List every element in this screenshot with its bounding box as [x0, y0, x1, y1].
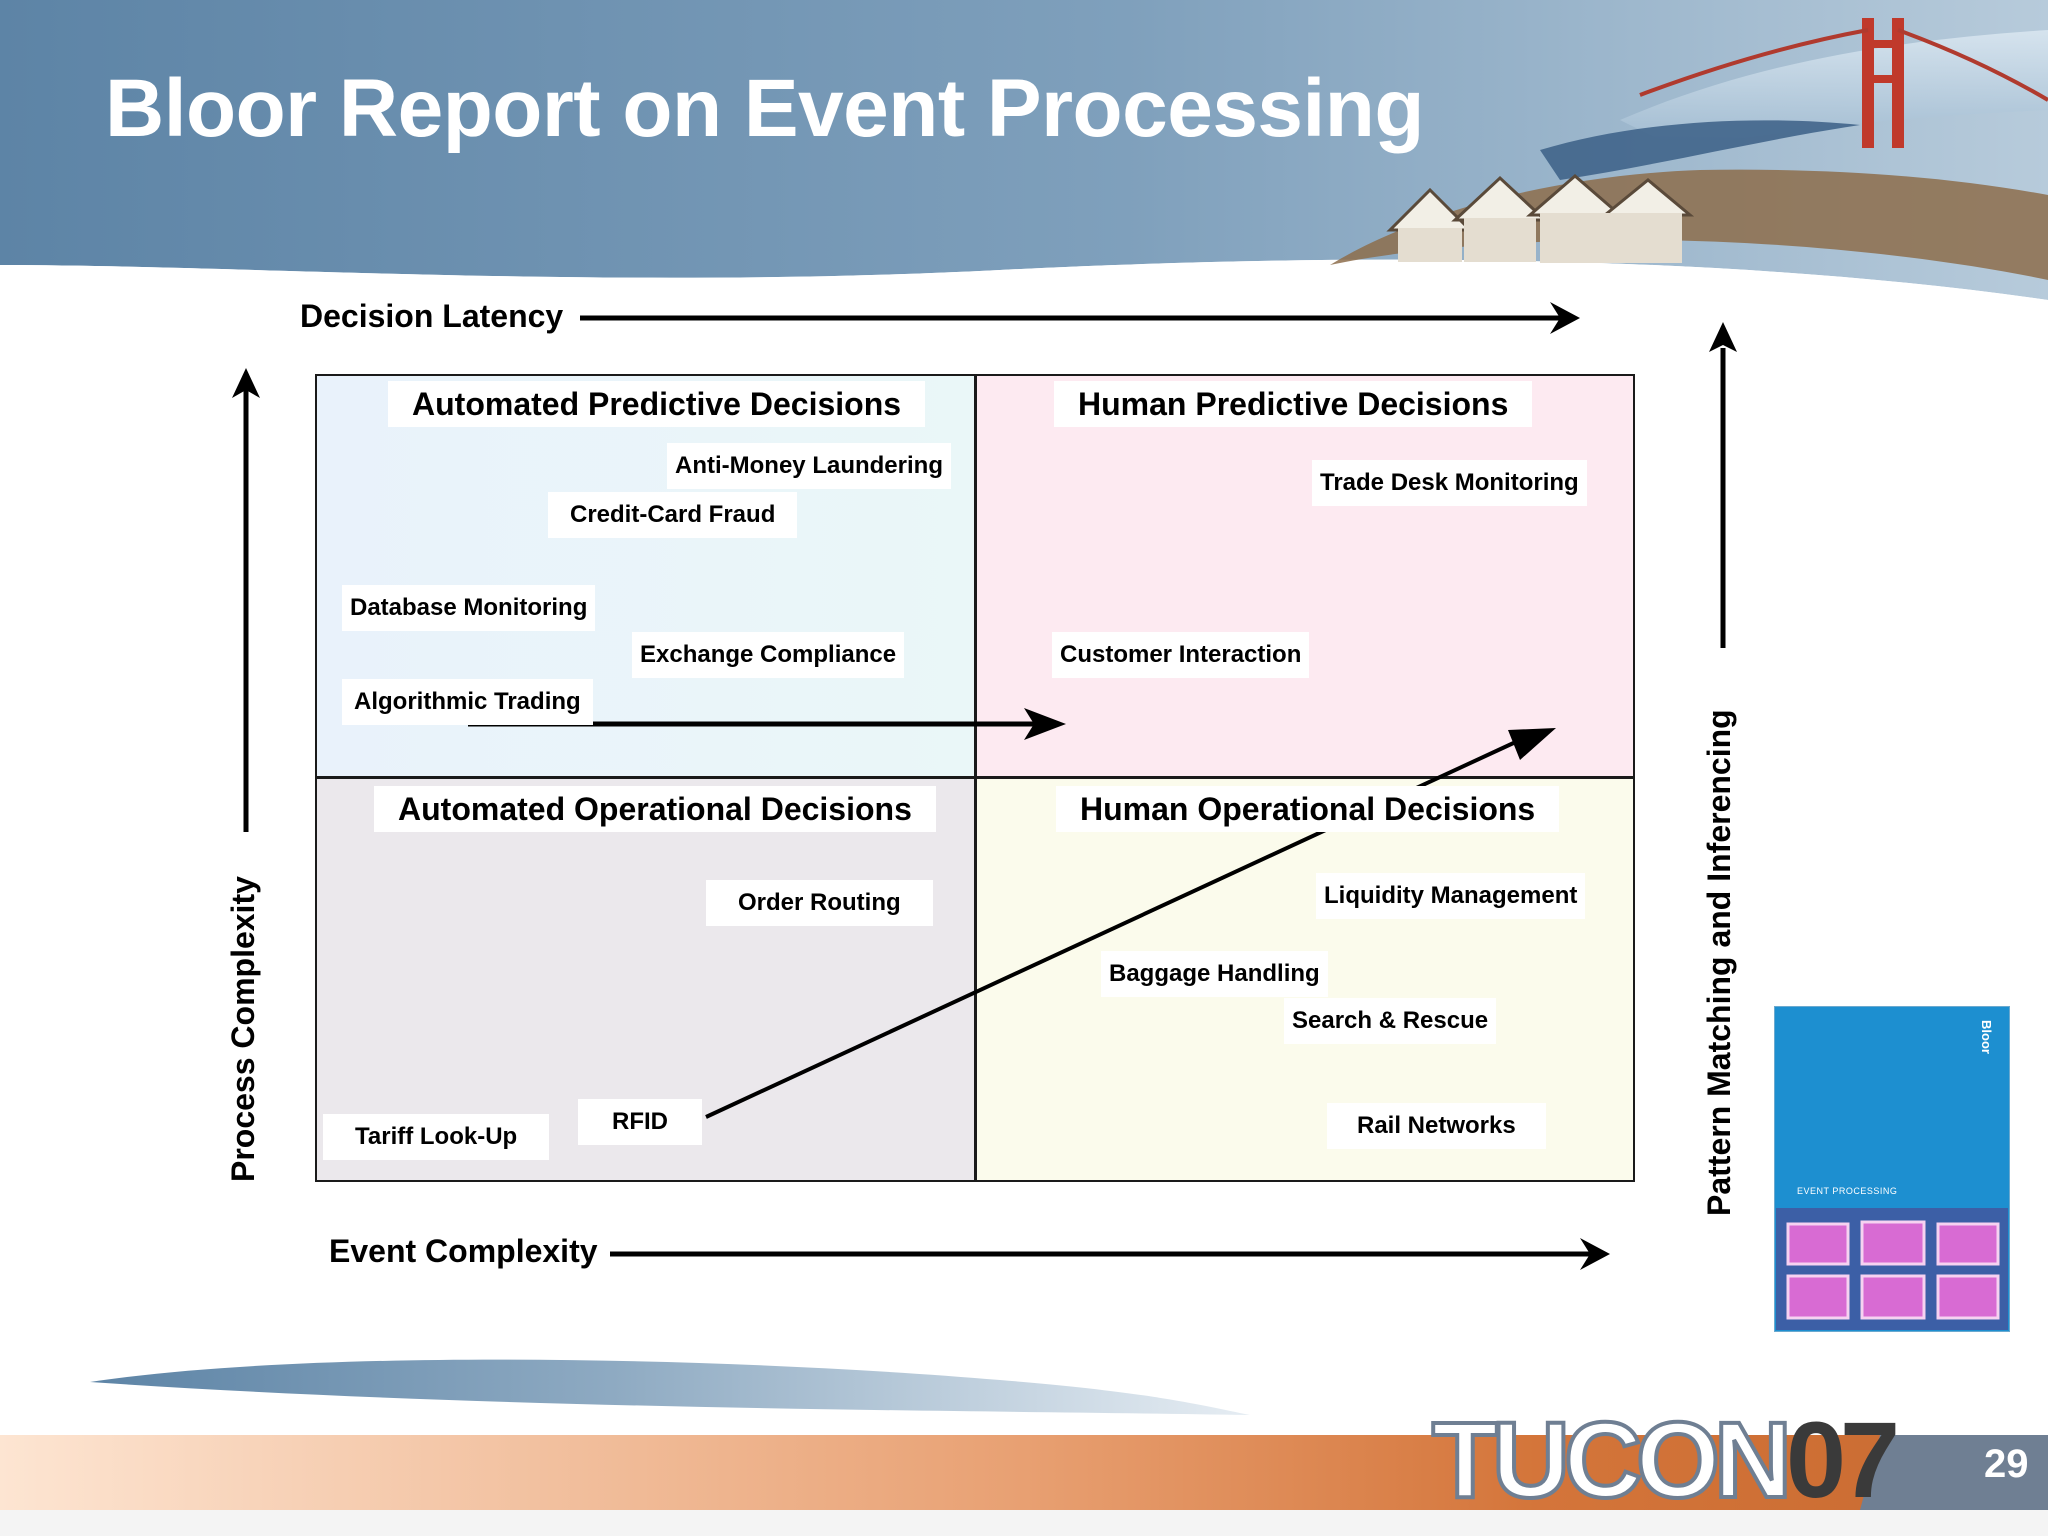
- page-title: Bloor Report on Event Processing: [105, 63, 1424, 154]
- report-cover-label: EVENT PROCESSING: [1797, 1186, 1898, 1196]
- brand-light: TUCON: [1430, 1399, 1794, 1520]
- axis-label-top: Decision Latency: [300, 298, 564, 334]
- brand-dark: 07: [1785, 1399, 1900, 1520]
- pattern-matching-arrow: [1709, 322, 1737, 648]
- item-exchange-compliance: Exchange Compliance: [632, 632, 905, 678]
- decision-latency-arrow: [580, 302, 1580, 334]
- item-baggage-handling: Baggage Handling: [1101, 951, 1328, 997]
- header-banner: [0, 0, 2048, 300]
- item-anti-money-laundering: Anti-Money Laundering: [667, 443, 951, 489]
- quadrant-title-human-operational: Human Operational Decisions: [1056, 786, 1560, 832]
- item-database-monitoring: Database Monitoring: [342, 585, 596, 631]
- quadrant-title-automated-predictive: Automated Predictive Decisions: [388, 381, 926, 427]
- item-rfid: RFID: [578, 1099, 702, 1145]
- process-complexity-arrow: [232, 368, 260, 832]
- item-order-routing: Order Routing: [706, 880, 933, 926]
- item-credit-card-fraud: Credit-Card Fraud: [548, 492, 798, 538]
- axis-label-right: Pattern Matching and Inferencing: [1701, 709, 1737, 1216]
- item-liquidity-management: Liquidity Management: [1316, 873, 1586, 919]
- page-number: 29: [1984, 1442, 2029, 1486]
- quadrant-human-predictive: [974, 375, 1634, 777]
- report-cover-image: [1774, 1006, 2010, 1332]
- item-tariff-look-up: Tariff Look-Up: [323, 1114, 550, 1160]
- axis-label-left: Process Complexity: [225, 876, 261, 1182]
- quadrant-title-automated-operational: Automated Operational Decisions: [374, 786, 936, 832]
- quadrant-title-human-predictive: Human Predictive Decisions: [1054, 381, 1533, 427]
- axis-label-bottom: Event Complexity: [329, 1233, 598, 1269]
- report-cover-brand: Bloor: [1979, 1020, 1994, 1054]
- item-trade-desk-monitoring: Trade Desk Monitoring: [1312, 460, 1587, 506]
- item-algorithmic-trading: Algorithmic Trading: [342, 679, 593, 725]
- item-customer-interaction: Customer Interaction: [1052, 632, 1310, 678]
- quadrant-divider-horizontal: [316, 776, 1634, 779]
- event-complexity-arrow: [610, 1238, 1610, 1270]
- footer-banner: [0, 1359, 2048, 1536]
- item-search-rescue: Search & Rescue: [1284, 998, 1497, 1044]
- item-rail-networks: Rail Networks: [1327, 1103, 1546, 1149]
- tucon-logo: TUCON07: [1430, 1404, 1900, 1516]
